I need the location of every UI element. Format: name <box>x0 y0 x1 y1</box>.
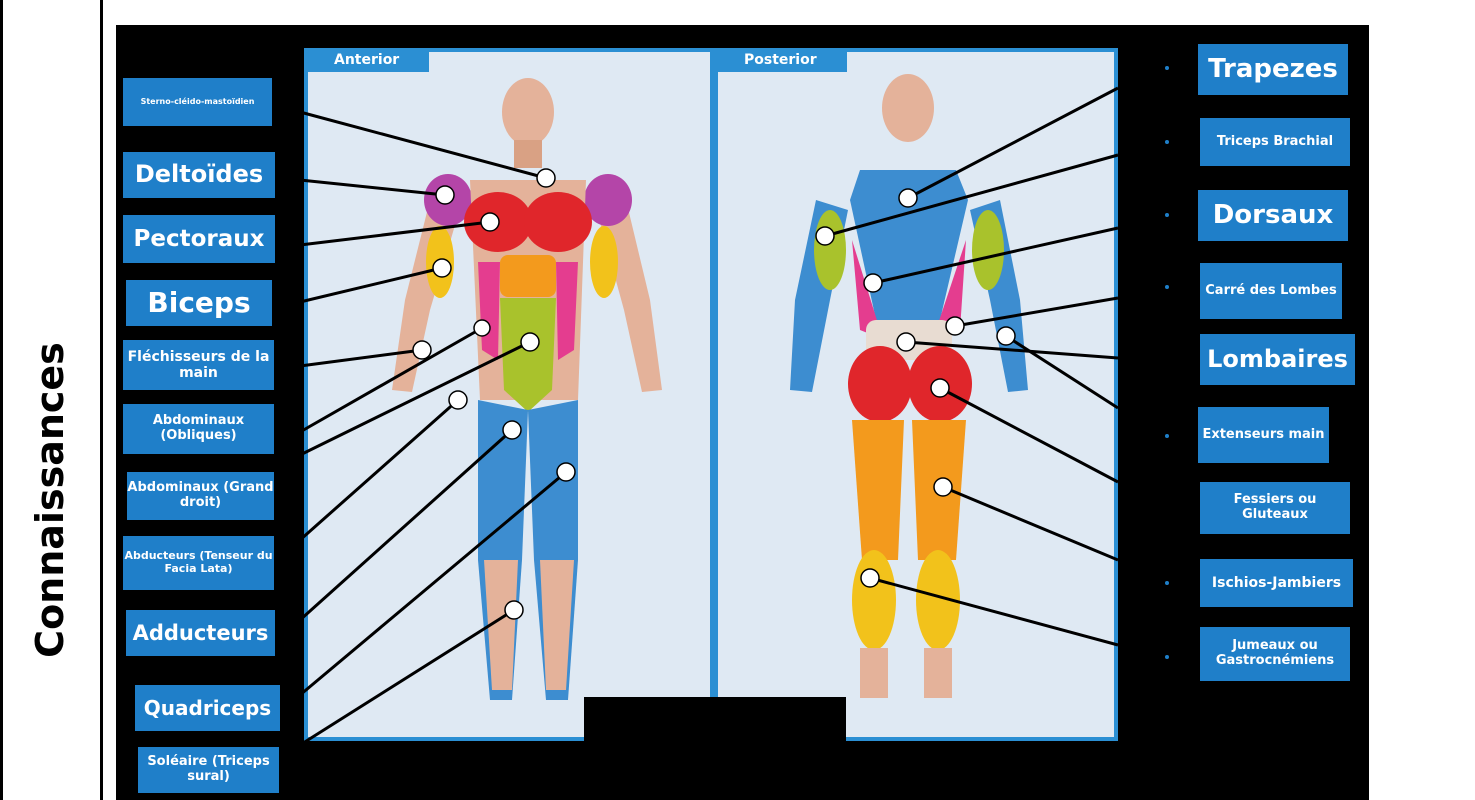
bullet <box>1165 655 1169 659</box>
label-carre-des-lombes: Carré des Lombes <box>1200 263 1342 319</box>
label-trapezes: Trapezes <box>1198 44 1348 95</box>
label-pectoraux: Pectoraux <box>123 215 275 263</box>
bullet <box>1165 66 1169 70</box>
label-jumeaux-gastrocnemiens: Jumeaux ou Gastrocnémiens <box>1200 627 1350 681</box>
label-lombaires: Lombaires <box>1200 334 1355 385</box>
label-biceps: Biceps <box>126 280 272 326</box>
label-abdominaux-obliques: Abdominaux (Obliques) <box>123 404 274 454</box>
bullet <box>1165 213 1169 217</box>
bullet <box>1165 140 1169 144</box>
label-fessiers-gluteaux: Fessiers ou Gluteaux <box>1200 482 1350 534</box>
label-abdominaux-grand-droit: Abdominaux (Grand droit) <box>127 472 274 520</box>
label-deltoides: Deltoïdes <box>123 152 275 198</box>
label-soleaire: Soléaire (Triceps sural) <box>138 747 279 793</box>
posterior-figure <box>790 74 1028 698</box>
label-extenseurs-main: Extenseurs main <box>1198 407 1329 463</box>
label-triceps-brachial: Triceps Brachial <box>1200 118 1350 166</box>
label-sterno-cleido-mastoidien: Sterno-cléido-mastoïdien <box>123 78 272 126</box>
label-flechisseurs-main: Fléchisseurs de la main <box>123 340 274 390</box>
label-quadriceps: Quadriceps <box>135 685 280 731</box>
bullet <box>1165 581 1169 585</box>
label-ischios-jambiers: Ischios-Jambiers <box>1200 559 1353 607</box>
bottom-cover-block <box>584 697 846 752</box>
bullet <box>1165 434 1169 438</box>
label-dorsaux: Dorsaux <box>1198 190 1348 241</box>
bullet <box>1165 285 1169 289</box>
label-abducteurs: Abducteurs (Tenseur du Facia Lata) <box>123 536 274 590</box>
label-adducteurs: Adducteurs <box>126 610 275 656</box>
